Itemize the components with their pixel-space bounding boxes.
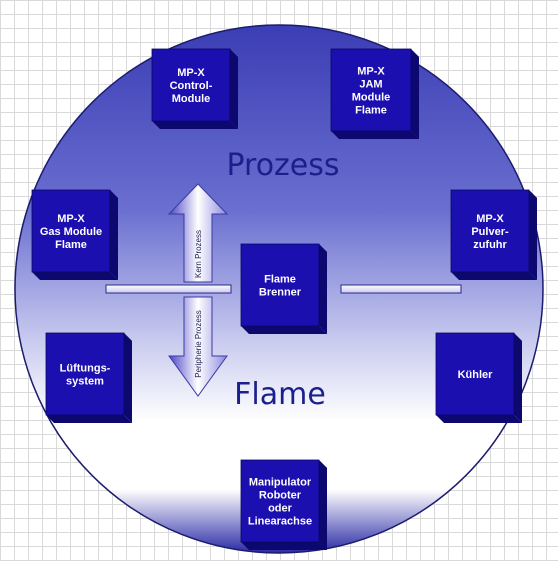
right-divider-bar bbox=[340, 284, 462, 294]
box-side-face bbox=[514, 333, 522, 423]
arrow-down-label: Peripherie Prozess bbox=[194, 310, 203, 378]
box-front-face bbox=[240, 459, 320, 543]
box-front-face bbox=[31, 189, 111, 273]
box-center-line: Flame bbox=[264, 274, 296, 286]
box-jam-line: Module bbox=[352, 92, 391, 104]
box-side-face bbox=[319, 244, 327, 334]
box-jam-line: MP-X bbox=[357, 66, 385, 78]
box-side-face bbox=[230, 49, 238, 129]
box-pulver-line: Pulver- bbox=[471, 226, 509, 238]
box-pulver-line: MP-X bbox=[476, 213, 504, 225]
box-bottom-face bbox=[436, 415, 522, 423]
box-front-face bbox=[240, 243, 320, 327]
box-front-face bbox=[45, 332, 125, 416]
box-manipulator-line: Roboter bbox=[259, 490, 302, 502]
box-side-face bbox=[529, 190, 537, 280]
box-jam-line: JAM bbox=[359, 79, 382, 91]
box-manipulator-line: Linearachse bbox=[248, 516, 312, 528]
box-bottom-face bbox=[241, 326, 327, 334]
box-gas-line: Gas Module bbox=[40, 226, 102, 238]
box-jam-line: Flame bbox=[355, 105, 387, 117]
arrow-up-icon: Kern Prozess bbox=[167, 183, 229, 283]
box-side-face bbox=[124, 333, 132, 423]
prozess-label: Prozess bbox=[226, 148, 339, 183]
box-lueftung: Lüftungs-system bbox=[45, 332, 132, 423]
arrow-up-label: Kern Prozess bbox=[194, 230, 203, 278]
box-bottom-face bbox=[32, 272, 118, 280]
flame-label: Flame bbox=[234, 377, 326, 412]
box-kuehler-line: Kühler bbox=[458, 369, 494, 381]
box-control-line: Control- bbox=[170, 80, 213, 92]
box-bottom-face bbox=[46, 415, 132, 423]
box-bottom-face bbox=[241, 542, 327, 550]
left-divider-bar bbox=[105, 284, 232, 294]
box-manipulator-line: Manipulator bbox=[249, 477, 312, 489]
box-control-line: MP-X bbox=[177, 67, 205, 79]
box-bottom-face bbox=[331, 131, 419, 139]
box-gas-line: MP-X bbox=[57, 213, 85, 225]
box-center-line: Brenner bbox=[259, 287, 302, 299]
box-control-line: Module bbox=[172, 93, 211, 105]
box-side-face bbox=[411, 49, 419, 139]
box-front-face bbox=[450, 189, 530, 273]
arrow-down-icon: Peripherie Prozess bbox=[168, 296, 228, 397]
box-gas-line: Flame bbox=[55, 239, 87, 251]
box-bottom-face bbox=[451, 272, 537, 280]
box-front-face bbox=[151, 48, 231, 122]
box-kuehler: Kühler bbox=[435, 332, 522, 423]
box-lueftung-line: Lüftungs- bbox=[60, 363, 111, 375]
box-bottom-face bbox=[152, 121, 238, 129]
box-side-face bbox=[319, 460, 327, 550]
box-front-face bbox=[435, 332, 515, 416]
box-lueftung-line: system bbox=[66, 376, 104, 388]
box-side-face bbox=[110, 190, 118, 280]
box-manipulator-line: oder bbox=[268, 503, 293, 515]
box-pulver-line: zufuhr bbox=[473, 239, 507, 251]
box-front-face bbox=[330, 48, 412, 132]
